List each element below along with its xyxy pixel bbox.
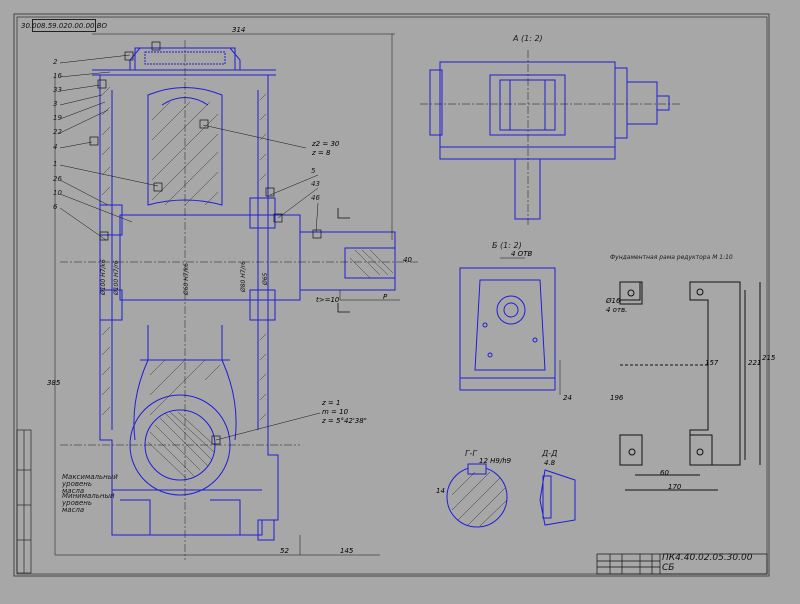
fit-label-3: Ø60 H7/k6 xyxy=(183,263,190,295)
drawing-code-stamp: 30.008.59.020.00.00.ВО xyxy=(21,19,107,32)
outer-border xyxy=(13,13,770,577)
dim-key-h: 14 xyxy=(436,487,445,495)
callout-10: 10 xyxy=(53,189,62,197)
foundation-frame xyxy=(619,281,761,491)
section-gg-title: Г-Г xyxy=(465,449,477,458)
oil-max-label: Максимальный уровень масла xyxy=(62,473,118,495)
dim-frame-h3: 221 xyxy=(748,359,762,367)
dim-key: 12 Н9/h9 xyxy=(479,457,512,465)
dim-d-section: 4.8 xyxy=(544,459,556,467)
callout-16: 16 xyxy=(53,72,62,80)
view-b-title: Б (1: 2) xyxy=(492,241,522,250)
main-dimensions xyxy=(54,33,400,556)
dim-b: 4 ОТВ xyxy=(511,250,533,258)
dim-bottom-left: 52 xyxy=(280,547,289,555)
dim-top-width: 314 xyxy=(232,26,246,34)
worm-note-m: m = 10 xyxy=(322,408,349,416)
dim-frame-h1: 157 xyxy=(705,359,719,367)
fit-label-5: Ø65 xyxy=(262,272,269,285)
title-block-code: ПК4.40.02.05.30.00 СБ xyxy=(662,553,753,573)
dim-shaft-d: 40 xyxy=(403,256,412,264)
fit-label-4: Ø80 H7/r6 xyxy=(240,261,247,292)
view-a xyxy=(429,61,670,220)
worm-note-z: z = 1 xyxy=(322,399,341,407)
callout-3: 3 xyxy=(53,100,58,108)
center-lines xyxy=(60,40,420,560)
section-dd xyxy=(539,469,576,526)
callout-26: 26 xyxy=(53,175,62,183)
left-title-strip xyxy=(16,429,32,574)
dim-holes: 4 отв. xyxy=(606,306,628,314)
callout-2: 2 xyxy=(53,58,58,66)
callout-19: 19 xyxy=(53,114,62,122)
section-gg-hatch xyxy=(451,471,508,527)
foundation-title: Фундаментная рама редуктора М 1:10 xyxy=(610,254,733,261)
view-b-dims xyxy=(500,257,561,395)
inner-border xyxy=(16,16,768,575)
callout-markers xyxy=(89,41,322,445)
dim-frame-h2: 215 xyxy=(762,354,776,362)
callout-5: 5 xyxy=(311,167,316,175)
view-b xyxy=(459,267,556,391)
dim-b2: 24 xyxy=(563,394,572,402)
callout-6: 6 xyxy=(53,203,58,211)
view-a-centerline xyxy=(420,50,680,225)
worm-note-angle: z = 5°42'38" xyxy=(322,417,367,425)
fit-label-1: Ø100 H7/k6 xyxy=(100,259,107,295)
gear-note-z2: z2 = 30 xyxy=(312,140,340,148)
callout-46: 46 xyxy=(311,194,320,202)
dim-bottom-right: 145 xyxy=(340,547,354,555)
callout-4: 4 xyxy=(53,143,58,151)
dim-hole-d: Ø16 xyxy=(606,297,621,305)
fit-label-2: Ø100 H7/r6 xyxy=(113,260,120,295)
callout-22: 22 xyxy=(53,128,62,136)
view-a-title: А (1: 2) xyxy=(513,34,543,43)
main-section-view xyxy=(92,47,396,541)
section-gg xyxy=(446,463,508,528)
dim-frame-h4: 196 xyxy=(610,394,624,402)
section-dd-title: Д-Д xyxy=(542,449,558,458)
title-block xyxy=(596,553,768,575)
dim-p: P xyxy=(383,293,388,301)
gear-note-z: z = 8 xyxy=(312,149,331,157)
callout-1: 1 xyxy=(53,160,58,168)
section-markers xyxy=(337,208,350,313)
callout-43: 43 xyxy=(311,180,320,188)
dim-left-height: 385 xyxy=(47,379,61,387)
dim-frame-w: 60 xyxy=(660,469,669,477)
dim-t: t>=10 xyxy=(316,296,340,304)
dim-frame-w2: 170 xyxy=(668,483,682,491)
callout-33: 33 xyxy=(53,86,62,94)
oil-min-label: Минимальный уровень масла xyxy=(62,492,115,514)
callout-leaders xyxy=(59,54,321,441)
